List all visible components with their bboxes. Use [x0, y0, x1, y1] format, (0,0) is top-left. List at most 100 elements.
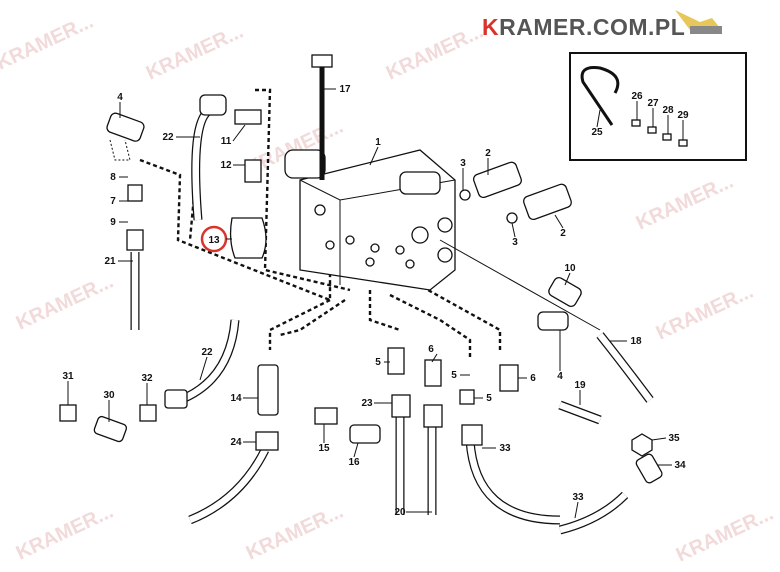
- diagram-part: [59, 404, 77, 422]
- diagram-part: [466, 439, 561, 524]
- diagram-part: [284, 149, 326, 179]
- diagram-part: [164, 389, 188, 409]
- diagram-part: [472, 161, 522, 199]
- cap-13: [229, 217, 267, 259]
- callout: 27: [647, 98, 659, 109]
- callout: 33: [572, 492, 584, 503]
- diagram-part: [506, 212, 518, 224]
- watermark: KRAMER...: [13, 500, 117, 564]
- callout: 32: [141, 373, 153, 384]
- diagram-part: [109, 139, 131, 161]
- callout: 3: [460, 158, 466, 169]
- callout: 15: [318, 443, 330, 454]
- diagram-part: [349, 424, 381, 444]
- callout: 17: [339, 84, 351, 95]
- callout: 5: [375, 357, 381, 368]
- diagram-part: [257, 364, 279, 416]
- callout: 19: [574, 380, 586, 391]
- diagram-part: [325, 240, 335, 250]
- diagram-part: [387, 347, 405, 375]
- callout: 11: [221, 136, 232, 147]
- diagram-part: [439, 239, 601, 331]
- callout: 23: [361, 398, 373, 409]
- diagram-part: [255, 88, 351, 292]
- callout: 2: [485, 148, 491, 159]
- diagram-part: [232, 124, 246, 142]
- diagram-part: [558, 401, 602, 424]
- diagram-part: [244, 159, 262, 183]
- callout: 14: [230, 393, 242, 404]
- diagram-part: [459, 189, 471, 201]
- diagram-part: [126, 229, 144, 251]
- diagram-part: [234, 109, 262, 125]
- clip-27: [647, 126, 657, 134]
- diagram-part: [127, 184, 143, 202]
- callout: 22: [162, 132, 174, 143]
- callout: 18: [630, 336, 642, 347]
- diagram-part: [314, 204, 326, 216]
- callout: 4: [117, 92, 123, 103]
- diagram-part: [651, 437, 667, 441]
- callout: 1: [375, 137, 381, 148]
- cable-tie: [580, 66, 620, 126]
- callout: 6: [428, 344, 434, 355]
- diagram-part: [424, 359, 442, 387]
- diagram-part: [389, 293, 472, 360]
- callout: 8: [110, 172, 116, 183]
- callout: 10: [564, 263, 576, 274]
- diagram-part: [635, 453, 663, 484]
- diagram-part: [459, 389, 475, 405]
- callouts: 4 22 11 12 17 1 3 2 8 7 9 13 21 3 2 10 1…: [62, 84, 689, 518]
- diagram-part: [255, 431, 279, 451]
- diagram-part: [268, 298, 331, 350]
- diagram-part: [370, 243, 380, 253]
- diagram-part: [554, 214, 564, 229]
- diagram-part: [511, 222, 516, 238]
- callout: 16: [348, 457, 360, 468]
- diagram-part: [537, 311, 569, 331]
- diagram-part: [311, 54, 333, 68]
- diagram-part: [188, 129, 202, 241]
- diagram-part: [188, 448, 268, 524]
- diagram-part: [411, 226, 429, 244]
- callout: 4: [557, 371, 563, 382]
- logo-rest: RAMER.COM.PL: [499, 14, 686, 40]
- watermark: KRAMER...: [243, 500, 347, 564]
- callout: 25: [591, 127, 603, 138]
- callout: 35: [668, 433, 680, 444]
- callout: 34: [674, 460, 686, 471]
- diagram-part: [139, 158, 332, 302]
- callout: 20: [394, 507, 406, 518]
- callout: 29: [677, 110, 689, 121]
- callout: 3: [512, 237, 518, 248]
- watermark: KRAMER...: [13, 270, 117, 334]
- diagram-part: [279, 299, 346, 337]
- diagram-part: [345, 235, 355, 245]
- diagram-part: [67, 88, 684, 519]
- watermark: KRAMER...: [0, 10, 97, 74]
- diagram-part: [314, 407, 338, 425]
- kramer-logo: KRAMER.COM.PL: [482, 14, 685, 41]
- callout: 9: [110, 217, 116, 228]
- callout: 31: [62, 371, 74, 382]
- diagram-part: [431, 353, 438, 363]
- diagram-part: [199, 94, 227, 116]
- callout-highlighted: 13: [208, 235, 220, 246]
- diagram-part: [574, 501, 579, 519]
- watermark: KRAMER...: [673, 502, 777, 566]
- callout: 24: [230, 437, 242, 448]
- diagram-part: [188, 447, 270, 525]
- diagram-part: [597, 332, 653, 402]
- callout: 30: [103, 390, 115, 401]
- diagram-part: [369, 146, 379, 166]
- clip-26: [631, 119, 641, 127]
- callout: 6: [530, 373, 536, 384]
- diagram-part: [192, 107, 212, 221]
- callout: 2: [560, 228, 566, 239]
- callout: 7: [110, 196, 116, 207]
- diagram-part: [405, 259, 415, 269]
- callout: 28: [662, 105, 674, 116]
- diagram-part: [437, 217, 453, 233]
- diagram-part: [559, 492, 628, 534]
